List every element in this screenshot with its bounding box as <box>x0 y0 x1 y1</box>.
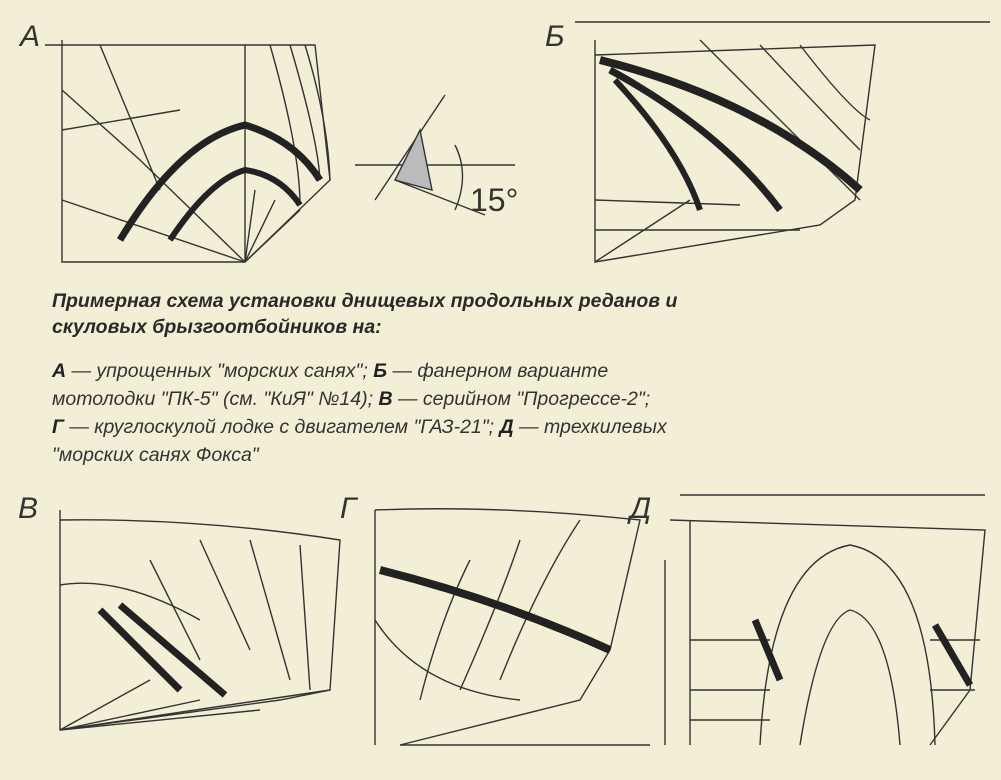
panel-label-a: А <box>20 20 41 53</box>
angle-label: 15° <box>470 182 519 218</box>
panel-d-drawing <box>664 494 986 746</box>
panel-b-drawing <box>575 21 990 263</box>
panel-label-v: В <box>18 492 39 525</box>
caption-text-g: — круглоскулой лодке с двигателем "ГАЗ-2… <box>63 416 500 438</box>
panel-v-drawing <box>59 510 341 731</box>
caption-text-b: — фанерном варианте <box>387 360 609 382</box>
caption-line3: Г — круглоскулой лодке с двигателем "ГАЗ… <box>52 416 667 439</box>
caption-letter-v: В <box>378 388 393 410</box>
caption-text-d: — трехкилевых <box>513 416 667 438</box>
panel-a-drawing <box>45 40 331 263</box>
caption-text-b-cont: мотолодки "ПК-5" (см. "КиЯ" №14); <box>52 388 379 410</box>
caption-line2: мотолодки "ПК-5" (см. "КиЯ" №14); В — се… <box>52 388 650 411</box>
caption-line4: "морских санях Фокса" <box>52 444 259 466</box>
panel-label-g: Г <box>340 492 357 525</box>
caption-text-a: — упрощенных "морских санях"; <box>66 360 374 382</box>
caption-text-v: — серийном "Прогрессе-2"; <box>392 388 651 410</box>
caption-title-line1: Примерная схема установки днищевых продо… <box>52 290 678 312</box>
caption-letter-b: Б <box>373 360 388 382</box>
caption-letter-a: А <box>52 360 67 382</box>
angle-detail-drawing <box>355 94 515 216</box>
panel-label-b: Б <box>545 20 565 53</box>
caption-line1: А — упрощенных "морских санях"; Б — фане… <box>52 360 608 383</box>
panel-label-d: Д <box>630 492 652 525</box>
caption-letter-g: Г <box>52 416 64 438</box>
panel-g-drawing <box>374 508 650 746</box>
caption-title-line2: скуловых брызгоотбойников на: <box>52 316 382 338</box>
caption-letter-d: Д <box>499 416 514 438</box>
